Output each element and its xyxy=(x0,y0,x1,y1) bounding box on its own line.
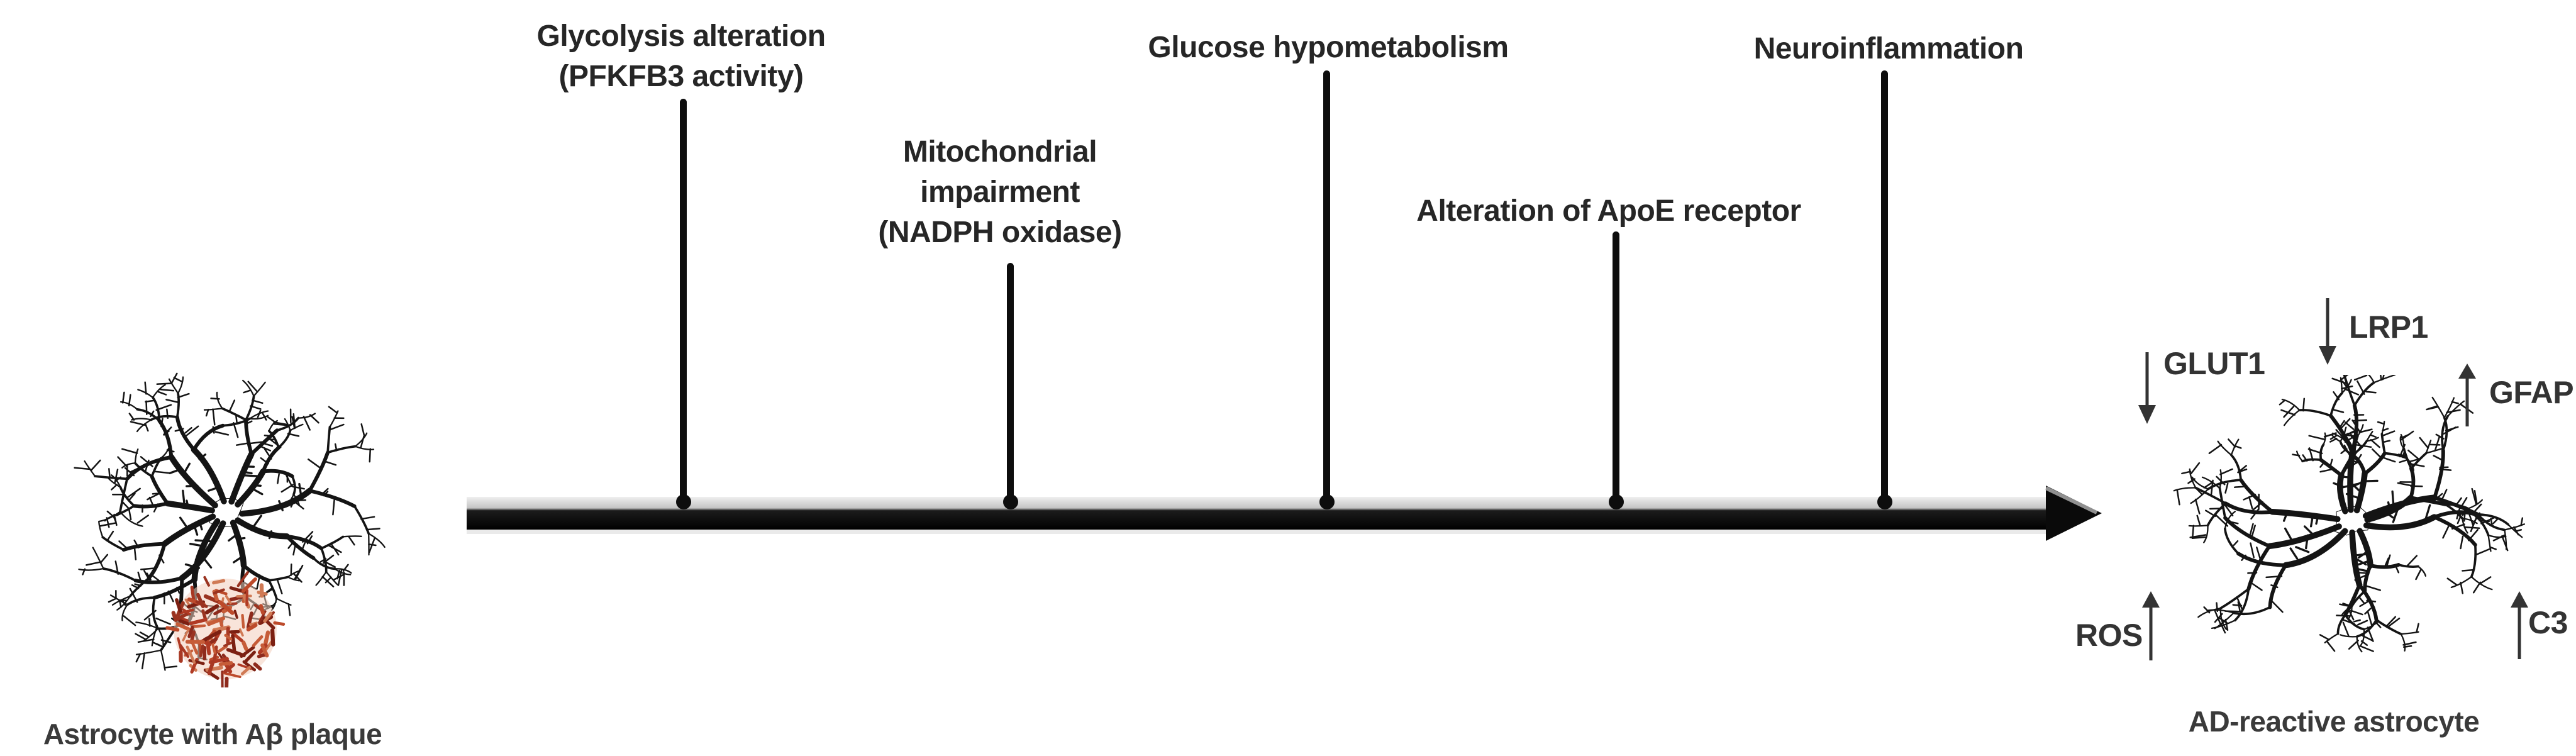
marker-label-gfap: GFAP xyxy=(2489,375,2574,410)
milestone-label-neuroinflammation: Neuroinflammation xyxy=(1668,29,2109,69)
astrocyte-branches xyxy=(74,372,386,671)
milestone-label-line: Mitochondrial xyxy=(902,135,1097,169)
milestone-label-line: Glycolysis alteration xyxy=(536,19,826,53)
milestone-label-glucose: Glucose hypometabolism xyxy=(1108,28,1548,68)
milestone-label-mitochondrial: Mitochondrial impairment (NADPH oxidase) xyxy=(780,132,1220,253)
arrow-shaft-shadow xyxy=(467,530,2048,534)
timeline-arrow xyxy=(467,486,2102,541)
marker-label-ros: ROS xyxy=(2075,618,2143,653)
milestone-label-line: Neuroinflammation xyxy=(1753,32,2024,65)
down-arrow-icon xyxy=(2138,352,2156,424)
milestone-label-glycolysis: Glycolysis alteration (PFKFB3 activity) xyxy=(461,16,901,97)
marker-label-glut1: GLUT1 xyxy=(2163,346,2265,381)
ad-reactive-astrocyte-illustration xyxy=(2173,375,2526,653)
arrow-head xyxy=(2046,486,2102,541)
right-cell-caption: AD-reactive astrocyte xyxy=(2188,705,2480,738)
up-arrow-icon xyxy=(2511,591,2528,659)
milestone-label-apoe: Alteration of ApoE receptor xyxy=(1389,191,1829,231)
left-cell-caption: Astrocyte with Aβ plaque xyxy=(43,718,382,750)
arrow-shaft xyxy=(467,497,2048,530)
milestone-label-line: Alteration of ApoE receptor xyxy=(1416,194,1801,228)
milestone-tick-mitochondrial xyxy=(1007,263,1014,504)
up-arrow-icon xyxy=(2458,364,2476,426)
milestone-label-line: Glucose hypometabolism xyxy=(1148,31,1509,64)
abeta-plaque xyxy=(165,571,286,687)
milestone-tick-glycolysis xyxy=(680,99,687,504)
down-arrow-icon xyxy=(2319,298,2336,365)
astrocyte-branches xyxy=(2173,375,2526,653)
astrocyte-with-plaque-illustration xyxy=(74,372,386,687)
arrow-head-highlight xyxy=(2045,486,2098,514)
milestone-tick-neuroinflammation xyxy=(1881,70,1888,504)
marker-label-c3: C3 xyxy=(2528,605,2568,640)
milestone-label-line: (NADPH oxidase) xyxy=(878,216,1122,249)
marker-label-lrp1: LRP1 xyxy=(2349,309,2428,345)
milestone-tick-apoe xyxy=(1613,231,1619,504)
milestone-tick-glucose xyxy=(1323,70,1330,504)
milestone-label-line: (PFKFB3 activity) xyxy=(558,60,804,93)
up-arrow-icon xyxy=(2142,591,2160,660)
milestone-label-line: impairment xyxy=(920,175,1080,209)
